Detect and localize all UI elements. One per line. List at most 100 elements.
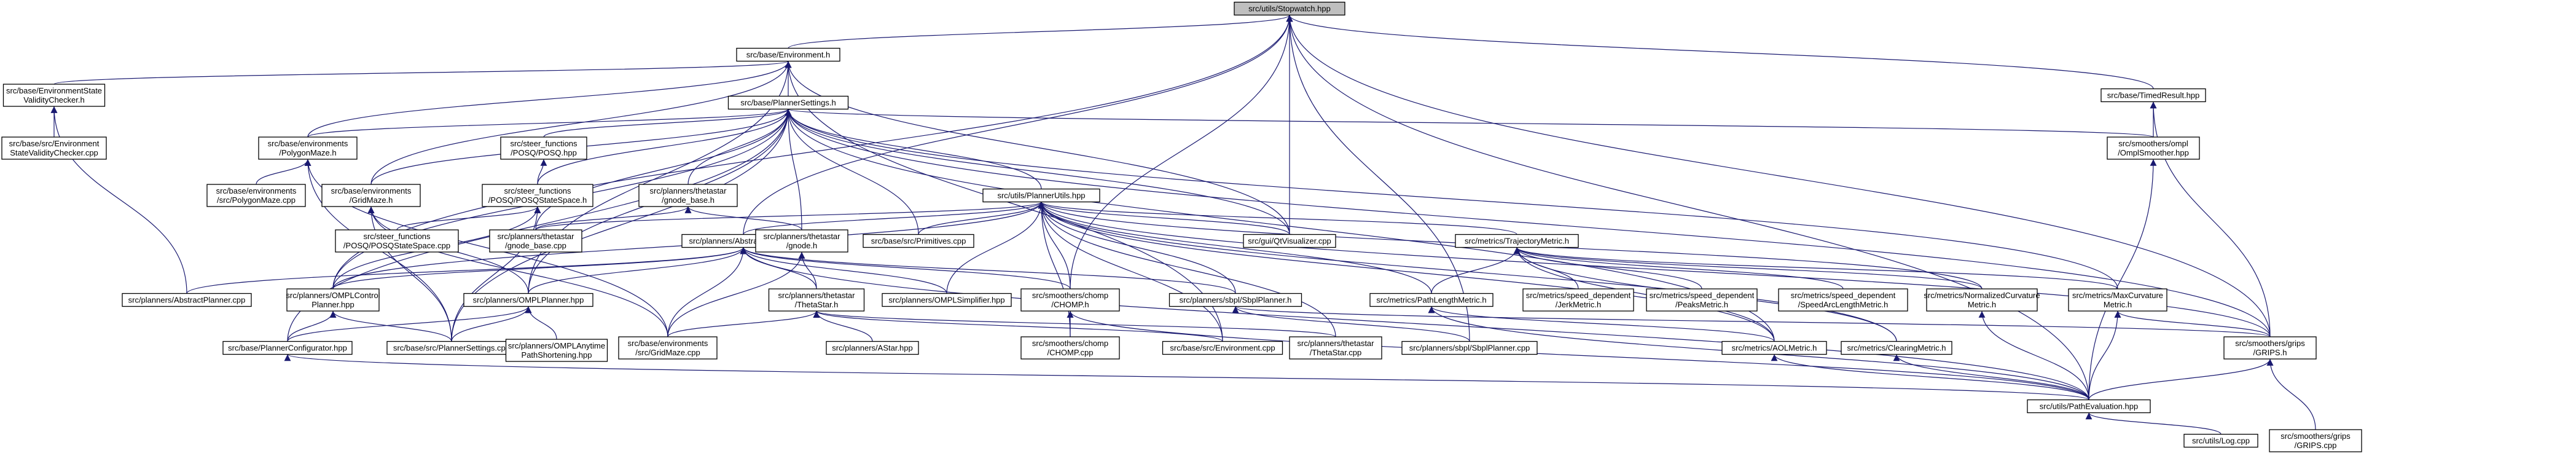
dependency-edge <box>785 109 1290 235</box>
node-box <box>882 293 1012 307</box>
graph-node-chomp-cpp[interactable]: src/smoothers/chomp/CHOMP.cpp <box>1020 336 1120 360</box>
graph-node-posq-hpp[interactable]: src/steer_functions/POSQ/POSQ.hpp <box>500 136 587 160</box>
dependency-edge <box>535 206 692 230</box>
graph-node-plannerconfigurator-hpp[interactable]: src/base/PlannerConfigurator.hpp <box>222 341 353 355</box>
graph-node-plannersettings-cpp[interactable]: src/base/src/PlannerSettings.cpp <box>386 341 517 355</box>
graph-node-environment-cpp[interactable]: src/base/src/Environment.cpp <box>1162 341 1283 355</box>
dependency-edge <box>1038 202 1290 235</box>
node-label: Metric.h <box>2104 300 2132 309</box>
dependency-edge <box>785 108 2154 138</box>
graph-node-plannersettings-h[interactable]: src/base/PlannerSettings.h <box>727 95 849 110</box>
graph-node-jerkmetric-h[interactable]: src/metrics/speed_dependent/JerkMetric.h <box>1522 288 1634 312</box>
graph-node-plannerutils-hpp[interactable]: src/utils/PlannerUtils.hpp <box>982 188 1100 203</box>
graph-node-timedresult[interactable]: src/base/TimedResult.hpp <box>2100 88 2206 103</box>
dependency-edge <box>1771 354 2089 400</box>
graph-node-thetastar-cpp[interactable]: src/planners/thetastar/ThetaStar.cpp <box>1289 336 1382 360</box>
dependency-edge <box>667 247 747 337</box>
node-label: /PolygonMaze.h <box>279 148 336 157</box>
graph-node-environment-h[interactable]: src/base/Environment.h <box>736 47 840 62</box>
node-box <box>736 47 840 62</box>
dependency-edge <box>1232 306 1470 342</box>
graph-node-astar-hpp[interactable]: src/planners/AStar.hpp <box>826 341 919 355</box>
dependency-edge <box>918 202 1045 235</box>
node-label: PathShortening.hpp <box>522 350 592 360</box>
graph-node-abstractplanner-cpp[interactable]: src/planners/AbstractPlanner.cpp <box>122 293 252 307</box>
dependency-edge <box>451 306 532 342</box>
graph-node-pathlengthmetric-h[interactable]: src/metrics/PathLengthMetric.h <box>1369 293 1494 307</box>
graph-node-omplsmoother-hpp[interactable]: src/smoothers/ompl/OmplSmoother.hpp <box>2107 136 2200 160</box>
graph-node-stopwatch[interactable]: src/utils/Stopwatch.hpp <box>1234 1 1345 16</box>
node-label: src/planners/AStar.hpp <box>832 344 913 353</box>
node-label: src/metrics/speed_dependent <box>1526 291 1631 300</box>
dependency-edge <box>284 354 2089 400</box>
graph-node-gnode-h[interactable]: src/planners/thetastar/gnode.h <box>755 229 848 253</box>
node-box <box>863 234 974 248</box>
graph-node-primitives-cpp[interactable]: src/base/src/Primitives.cpp <box>863 234 974 248</box>
graph-node-envstate-cpp[interactable]: src/base/src/EnvironmentStateValidityChe… <box>1 136 107 160</box>
graph-node-omplsimplifier-hpp[interactable]: src/planners/OMPLSimplifier.hpp <box>882 293 1012 307</box>
node-label: src/planners/thetastar <box>778 291 855 300</box>
node-box <box>222 341 353 355</box>
node-label: /JerkMetric.h <box>1556 300 1601 309</box>
graph-node-speedarclength-h[interactable]: src/metrics/speed_dependent/SpeedArcLeng… <box>1778 288 1908 312</box>
graph-node-trajectorymetric-h[interactable]: src/metrics/TrajectoryMetric.h <box>1455 234 1579 248</box>
graph-node-omplanytime-hpp[interactable]: src/planners/OMPLAnytimePathShortening.h… <box>505 339 608 362</box>
node-label: src/gui/QtVisualizer.cpp <box>1248 237 1331 246</box>
dependency-edge <box>1038 202 1432 294</box>
node-box <box>1401 341 1538 355</box>
graph-node-sbplplanner-h[interactable]: src/planners/sbpl/SbplPlanner.h <box>1169 293 1302 307</box>
node-box <box>482 184 593 207</box>
node-label: src/base/environments <box>216 186 297 195</box>
graph-node-thetastar-gnode-base-h[interactable]: src/planners/thetastar/gnode_base.h <box>638 184 738 207</box>
graph-node-gnode-base-cpp[interactable]: src/planners/thetastar/gnode_base.cpp <box>489 229 582 253</box>
node-box <box>1162 341 1283 355</box>
node-box <box>755 229 848 253</box>
graph-node-grips-cpp[interactable]: src/smoothers/grips/GRIPS.cpp <box>2269 429 2362 452</box>
graph-node-log-cpp[interactable]: src/utils/Log.cpp <box>2183 433 2258 448</box>
dependency-edge <box>1513 247 1983 290</box>
dependency-edge <box>2114 310 2271 337</box>
node-label: /OmplSmoother.hpp <box>2118 148 2189 157</box>
graph-node-thetastar-h[interactable]: src/planners/thetastar/ThetaStar.h <box>768 288 865 312</box>
dependency-edge <box>2085 412 2222 435</box>
graph-node-polygonmaze-h[interactable]: src/base/environments/PolygonMaze.h <box>258 136 358 160</box>
node-box <box>258 136 358 160</box>
node-box <box>1522 288 1634 312</box>
graph-node-envstate-h[interactable]: src/base/EnvironmentStateValidityChecker… <box>2 84 106 107</box>
node-box <box>768 288 865 312</box>
graph-node-gridmaze-cpp[interactable]: src/base/environments/src/GridMaze.cpp <box>618 336 718 360</box>
graph-node-gridmaze-h[interactable]: src/base/environments/GridMaze.h <box>321 184 421 207</box>
graph-node-clearingmetric-h[interactable]: src/metrics/ClearingMetric.h <box>1841 341 1952 355</box>
node-label: src/metrics/PathLengthMetric.h <box>1376 296 1486 305</box>
node-label: /CHOMP.cpp <box>1047 348 1094 357</box>
node-label: src/smoothers/chomp <box>1032 291 1108 300</box>
dependency-edge <box>1513 247 1844 290</box>
graph-node-polygonmaze-cpp[interactable]: src/base/environments/src/PolygonMaze.cp… <box>206 184 306 207</box>
graph-node-qtvisualizer-cpp[interactable]: src/gui/QtVisualizer.cpp <box>1243 234 1336 248</box>
graph-node-chomp-h[interactable]: src/smoothers/chomp/CHOMP.h <box>1020 288 1120 312</box>
node-box <box>1 136 107 160</box>
graph-node-grips-h[interactable]: src/smoothers/grips/GRIPS.h <box>2223 336 2317 360</box>
node-box <box>206 184 306 207</box>
dependency-edge <box>1978 310 2089 400</box>
graph-node-sbplplanner-cpp[interactable]: src/planners/sbpl/SbplPlanner.cpp <box>1401 341 1538 355</box>
node-label: src/base/src/PlannerSettings.cpp <box>393 344 510 353</box>
graph-node-omplplanner-hpp[interactable]: src/planners/OMPLPlanner.hpp <box>463 293 593 307</box>
graph-node-pathevaluation-hpp[interactable]: src/utils/PathEvaluation.hpp <box>2027 399 2151 414</box>
graph-node-posqstatespace-cpp[interactable]: src/steer_functions/POSQ/POSQStateSpace.… <box>335 229 459 253</box>
graph-node-peaksmetric-h[interactable]: src/metrics/speed_dependent/PeaksMetric.… <box>1646 288 1758 312</box>
dependency-edge <box>740 247 1236 294</box>
graph-node-posqstatespace-h[interactable]: src/steer_functions/POSQ/POSQStateSpace.… <box>482 184 593 207</box>
node-box <box>1841 341 1952 355</box>
graph-node-aolmetric-h[interactable]: src/metrics/AOLMetric.h <box>1721 341 1827 355</box>
dependency-edge <box>1286 15 2271 337</box>
dependency-edge <box>1893 354 2089 400</box>
node-label: /POSQ/POSQStateSpace.h <box>488 195 587 205</box>
node-box <box>1369 293 1494 307</box>
node-box <box>638 184 738 207</box>
node-box <box>1020 288 1120 312</box>
